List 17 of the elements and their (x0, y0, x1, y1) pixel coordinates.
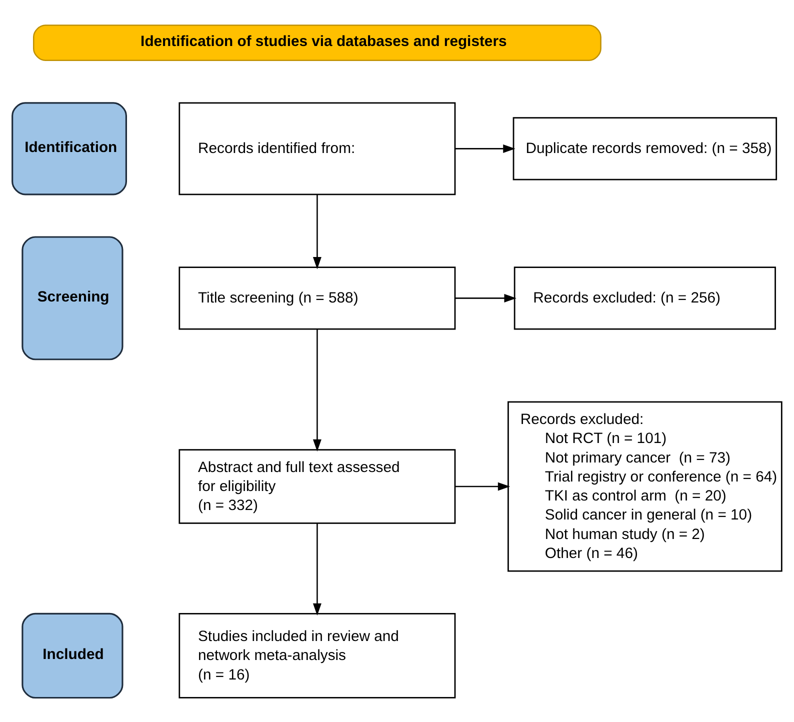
node-box: Abstract and full text assessed for eligibility (n = 332) (178, 448, 456, 524)
node-box: Records excluded: (n = 256) (514, 266, 776, 330)
node-box: Studies included in review and network meta-analysis (n = 16) (178, 612, 456, 698)
node-box: Identification (12, 102, 127, 195)
node-box: Screening (22, 236, 124, 360)
node-box: Records excluded: Not RCT (n = 101) Not primary cancer (n = 73) Trial registry or conference (n = 64) TKI as control arm (n = 20) Solid cancer in general (n = 10) Not human study (n = 2) Other (n = 46) (508, 400, 782, 572)
node-box: Identification of studies via databases and registers (32, 24, 602, 60)
arrow (312, 522, 322, 615)
node-box: Included (22, 612, 124, 698)
arrow (312, 194, 322, 269)
node-box: Duplicate records removed: (n = 358) (512, 116, 778, 180)
arrow (455, 144, 516, 152)
arrow (455, 482, 510, 490)
node-box: Records identified from: (178, 102, 456, 195)
node-box: Title screening (n = 588) (178, 266, 456, 330)
arrow (312, 328, 322, 451)
arrow (455, 293, 516, 302)
